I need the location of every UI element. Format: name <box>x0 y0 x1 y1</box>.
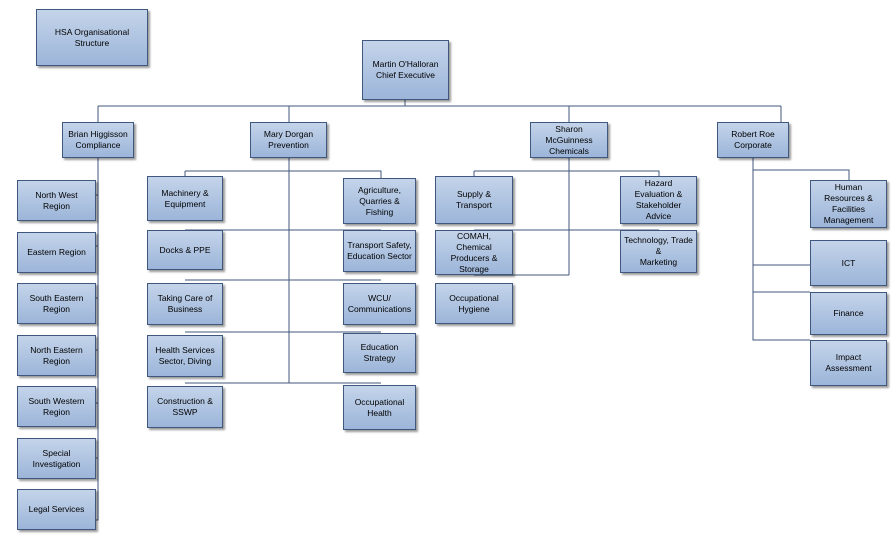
node-label: North West Region <box>35 189 78 211</box>
node-chemicals-label: Sharon McGuinness Chemicals <box>545 123 593 156</box>
node-label: Occupational Health <box>354 396 405 418</box>
node-construction-sswp[interactable]: Construction & SSWP <box>147 386 223 428</box>
node-ceo-label: Martin O'Halloran Chief Executive <box>372 59 439 80</box>
node-taking-care-of-business[interactable]: Taking Care of Business <box>147 283 223 325</box>
node-comah[interactable]: COMAH, Chemical Producers & Storage <box>435 230 513 275</box>
node-technology-trade-marketing[interactable]: Technology, Trade & Marketing <box>620 230 697 273</box>
node-wcu-communications[interactable]: WCU/ Communications <box>343 283 416 325</box>
node-label: COMAH, Chemical Producers & Storage <box>450 230 498 274</box>
node-label: WCU/ Communications <box>347 293 412 314</box>
chart-title-box: HSA Organisational Structure <box>36 9 148 66</box>
node-label: South Eastern Region <box>29 292 84 314</box>
node-eastern-region[interactable]: Eastern Region <box>17 232 96 273</box>
node-label: Transport Safety, Education Sector <box>347 240 412 261</box>
connector-corporate-trunk <box>752 158 810 341</box>
node-label: Hazard Evaluation & Stakeholder Advice <box>634 178 683 221</box>
node-label: Taking Care of Business <box>157 293 213 314</box>
node-label: Supply & Transport <box>455 189 493 210</box>
node-label: Docks & PPE <box>159 244 211 255</box>
node-ict[interactable]: ICT <box>810 240 887 286</box>
node-label: Education Strategy <box>360 342 399 363</box>
node-south-eastern-region[interactable]: South Eastern Region <box>17 283 96 324</box>
node-education-strategy[interactable]: Education Strategy <box>343 333 416 373</box>
node-corporate-label: Robert Roe Corporate <box>731 129 775 150</box>
node-label: Legal Services <box>28 504 85 514</box>
node-label: Health Services Sector, Diving <box>155 345 215 366</box>
node-label: Special Investigation <box>32 447 81 469</box>
node-health-services[interactable]: Health Services Sector, Diving <box>147 335 223 377</box>
node-label: ICT <box>841 257 856 268</box>
node-south-western-region[interactable]: South Western Region <box>17 386 96 427</box>
node-compliance[interactable]: Brian Higgisson Compliance <box>62 122 134 158</box>
node-legal-services[interactable]: Legal Services <box>17 489 96 530</box>
node-impact-assessment[interactable]: Impact Assessment <box>810 340 887 386</box>
node-hazard-evaluation[interactable]: Hazard Evaluation & Stakeholder Advice <box>620 176 697 224</box>
node-supply-transport[interactable]: Supply & Transport <box>435 176 513 224</box>
node-transport-safety[interactable]: Transport Safety, Education Sector <box>343 230 416 272</box>
node-label: Construction & SSWP <box>157 396 213 417</box>
connector-compliance-trunk <box>96 158 99 521</box>
chart-title: HSA Organisational Structure <box>54 26 130 48</box>
node-occupational-hygiene[interactable]: Occupational Hygiene <box>435 283 513 324</box>
node-label: Machinery & Equipment <box>161 187 209 209</box>
node-label: Agriculture, Quarries & Fishing <box>358 184 401 217</box>
node-label: Technology, Trade & Marketing <box>624 235 693 267</box>
node-machinery-equipment[interactable]: Machinery & Equipment <box>147 176 223 221</box>
node-label: Finance <box>833 308 864 318</box>
node-label: Human Resources & Facilities Management <box>823 182 874 225</box>
node-label: Occupational Hygiene <box>449 292 499 314</box>
node-label: North Eastern Region <box>30 344 83 366</box>
node-prevention-label: Mary Dorgan Prevention <box>263 129 314 150</box>
node-finance[interactable]: Finance <box>810 292 887 335</box>
node-occupational-health[interactable]: Occupational Health <box>343 385 416 430</box>
node-north-eastern-region[interactable]: North Eastern Region <box>17 335 96 376</box>
node-special-investigation[interactable]: Special Investigation <box>17 438 96 479</box>
node-ceo[interactable]: Martin O'Halloran Chief Executive <box>362 40 449 100</box>
node-label: South Western Region <box>28 395 85 417</box>
node-corporate[interactable]: Robert Roe Corporate <box>717 122 789 158</box>
node-chemicals[interactable]: Sharon McGuinness Chemicals <box>530 122 608 158</box>
node-human-resources[interactable]: Human Resources & Facilities Management <box>810 180 887 228</box>
node-compliance-label: Brian Higgisson Compliance <box>68 129 128 150</box>
node-label: Impact Assessment <box>825 352 872 373</box>
node-agriculture-quarries-fishing[interactable]: Agriculture, Quarries & Fishing <box>343 178 416 224</box>
node-docks-ppe[interactable]: Docks & PPE <box>147 230 223 270</box>
node-label: Eastern Region <box>27 247 86 257</box>
node-north-west-region[interactable]: North West Region <box>17 180 96 221</box>
node-prevention[interactable]: Mary Dorgan Prevention <box>250 122 327 158</box>
